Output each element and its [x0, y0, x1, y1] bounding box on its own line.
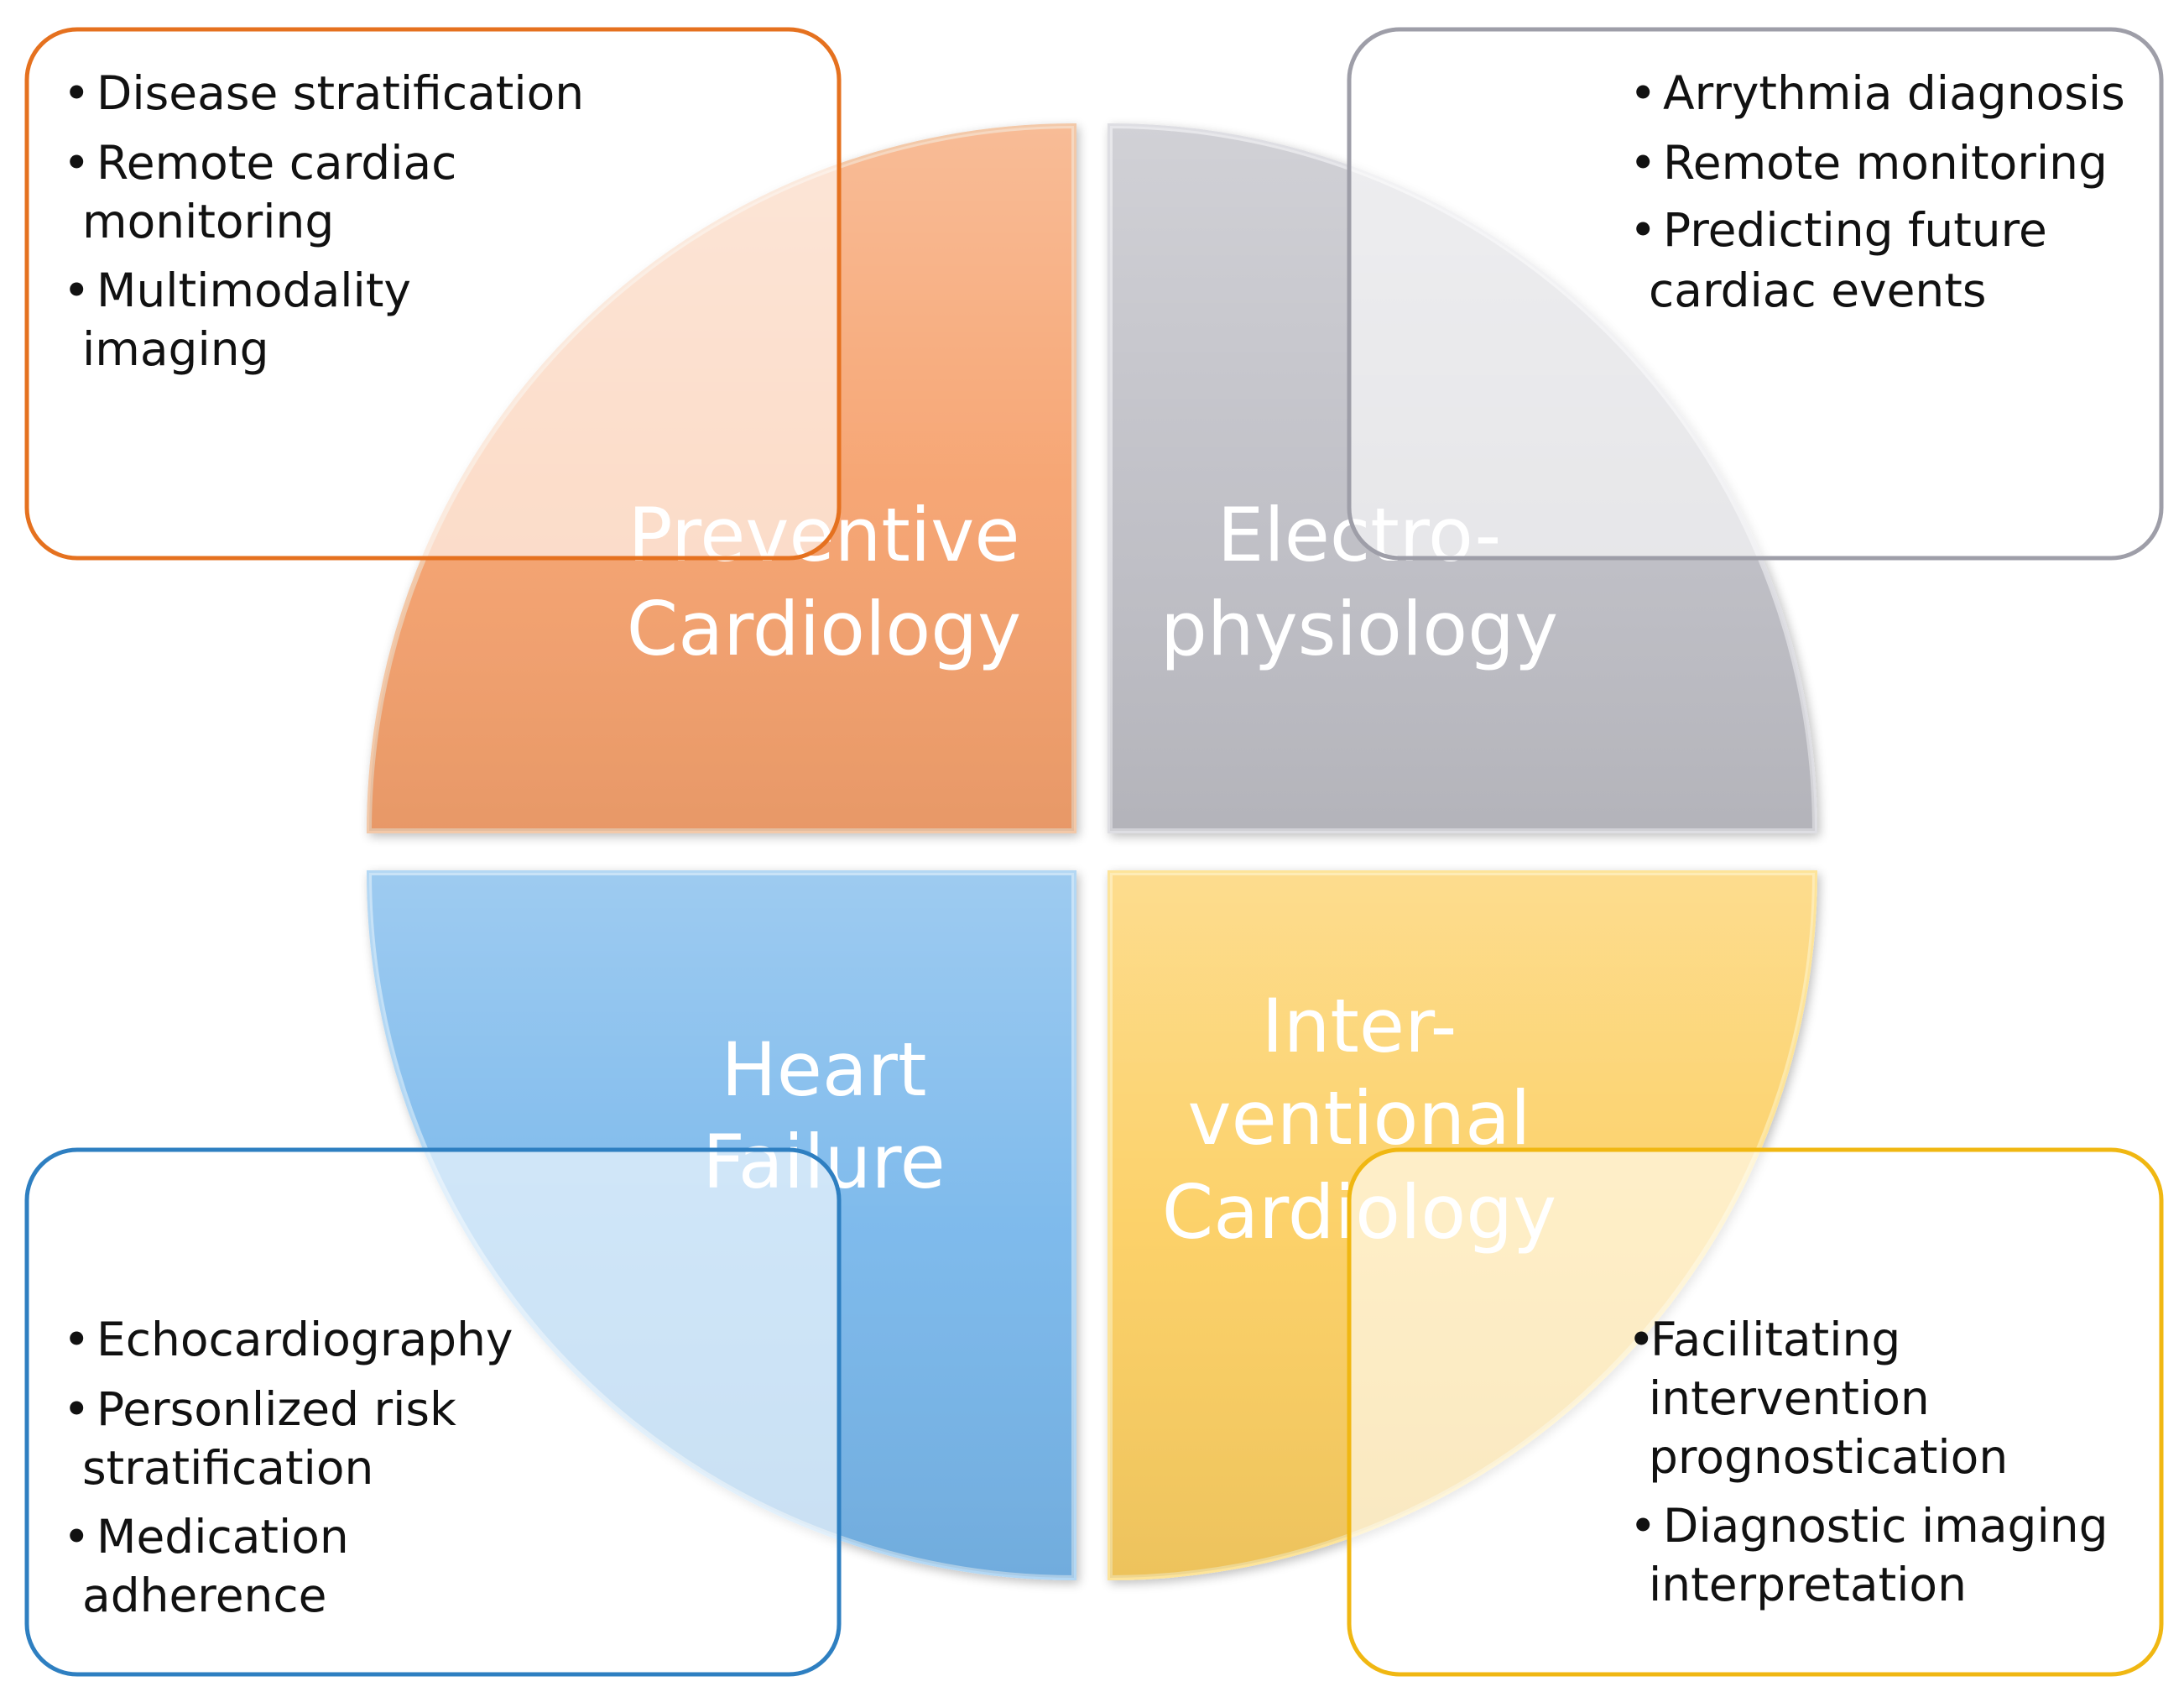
bullet-dot: • — [63, 1382, 90, 1436]
bullet-dot: • — [63, 66, 90, 120]
list-item: Echocardiography — [96, 1313, 513, 1366]
list-item: cardiac events — [1649, 264, 1987, 317]
list-item: interpretation — [1649, 1558, 1967, 1611]
list-item: intervention — [1649, 1371, 1930, 1425]
list-item: adherence — [82, 1569, 327, 1622]
list-item: monitoring — [82, 195, 334, 248]
list-item: Arrythmia diagnosis — [1663, 66, 2125, 120]
list-item: Diagnostic imaging — [1663, 1499, 2108, 1553]
list-item: Multimodality — [96, 264, 411, 317]
bullet-dot: • — [1629, 66, 1656, 120]
interventional-label-line2: ventional — [1188, 1075, 1531, 1162]
heart-failure-label-line1: Heart — [722, 1026, 927, 1113]
electro-bullet-list: • Arrythmia diagnosis • Remote monitorin… — [1629, 66, 2125, 317]
preventive-callout-box — [24, 27, 842, 561]
preventive-bullet-list: • Disease stratification • Remote cardia… — [63, 66, 584, 376]
interventional-bullet-list: • Facilitating intervention prognosticat… — [1628, 1313, 2108, 1611]
bullet-dot: • — [1629, 1499, 1656, 1553]
interventional-callout-box — [1347, 1147, 2164, 1677]
list-item: prognostication — [1649, 1430, 2008, 1484]
interventional-label-line1: Inter- — [1262, 983, 1457, 1069]
list-item: stratification — [82, 1441, 373, 1495]
heart-failure-callout-box — [24, 1147, 842, 1677]
list-item: Facilitating — [1650, 1313, 1900, 1366]
bullet-dot: • — [63, 264, 90, 317]
list-item: Personlized risk — [96, 1382, 456, 1436]
list-item: Predicting future — [1663, 203, 2047, 257]
bullet-dot: • — [63, 1510, 90, 1564]
electro-callout-box — [1347, 27, 2164, 561]
list-item: Disease stratification — [96, 66, 584, 120]
list-item: imaging — [82, 322, 269, 376]
list-item: Medication — [96, 1510, 349, 1564]
bullet-dot: • — [63, 1313, 90, 1366]
electro-label-line2: physiology — [1160, 586, 1558, 672]
preventive-label-line2: Cardiology — [627, 586, 1021, 672]
bullet-dot: • — [1628, 1313, 1655, 1366]
bullet-dot: • — [63, 136, 90, 190]
bullet-dot: • — [1629, 136, 1656, 190]
bullet-dot: • — [1629, 203, 1656, 257]
heart-failure-bullet-list: • Echocardiography • Personlized risk st… — [63, 1313, 513, 1622]
list-item: Remote cardiac — [96, 136, 456, 190]
list-item: Remote monitoring — [1663, 136, 2108, 190]
